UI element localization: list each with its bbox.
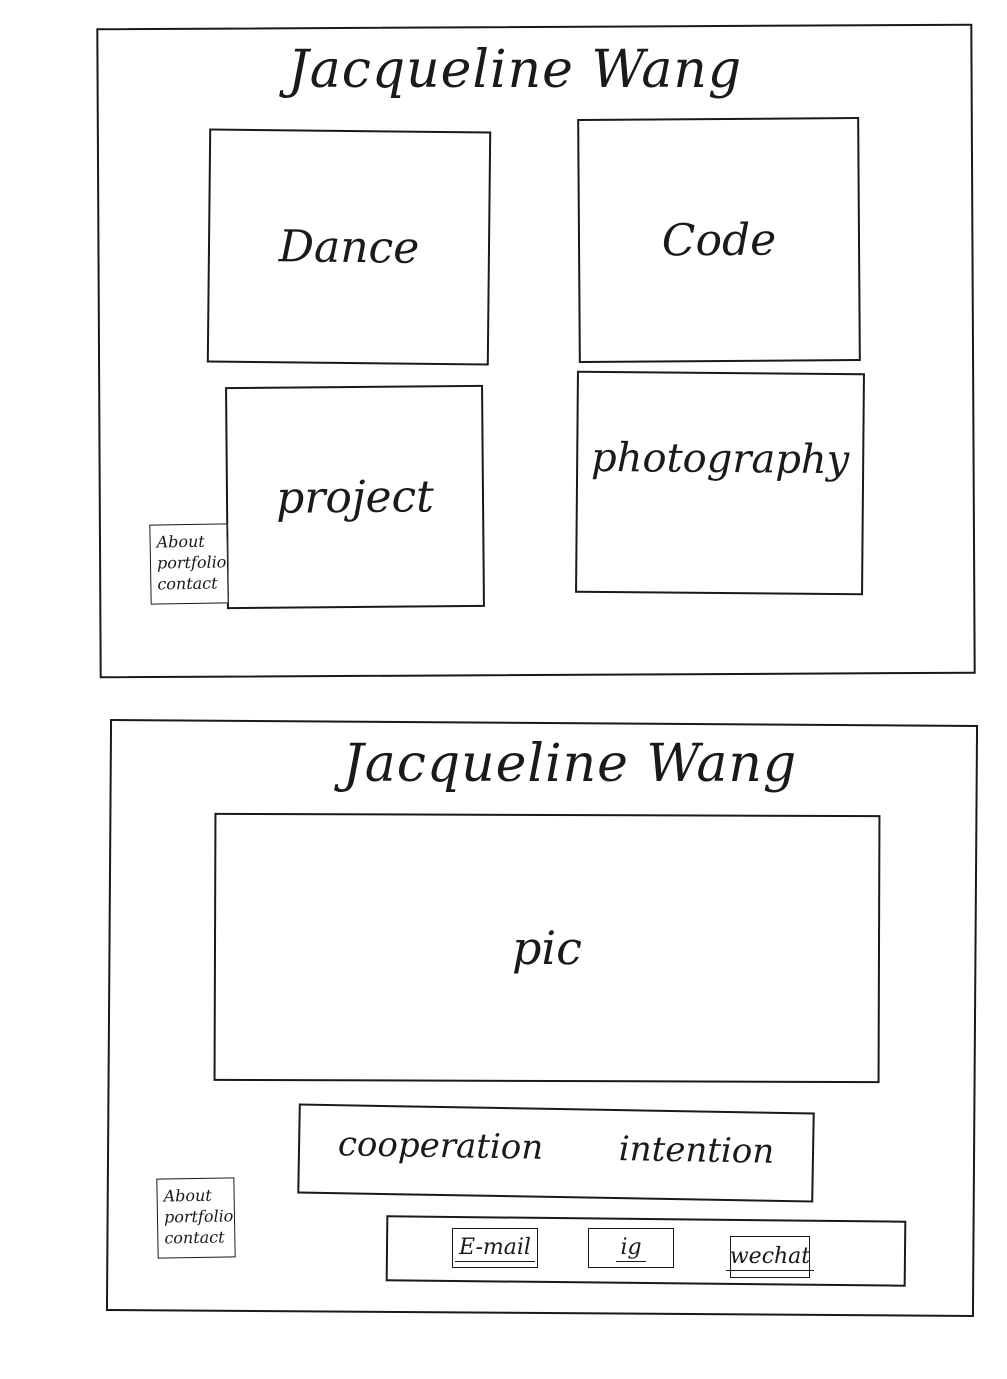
wechat-button-label: wechat — [725, 1244, 815, 1271]
nav-contact-2[interactable]: contact — [164, 1227, 225, 1248]
cooperation-bar[interactable]: cooperation intention — [297, 1103, 815, 1203]
cooperation-label: cooperation — [337, 1124, 544, 1168]
email-button-label: E-mail — [455, 1235, 535, 1262]
nav-portfolio-2[interactable]: portfolio — [163, 1206, 234, 1227]
nav-about-2[interactable]: About — [163, 1185, 212, 1206]
nav-about[interactable]: About — [156, 531, 205, 552]
card-code[interactable]: Code — [577, 117, 861, 363]
card-photography[interactable]: photography — [575, 370, 865, 596]
page-title: Jacqueline Wang — [287, 40, 743, 100]
card-project-label: project — [275, 470, 435, 524]
card-project[interactable]: project — [225, 384, 485, 610]
email-button[interactable]: E-mail — [452, 1228, 538, 1268]
card-dance-label: Dance — [278, 220, 420, 274]
wechat-button[interactable]: wechat — [725, 1236, 815, 1278]
card-code-label: Code — [661, 214, 777, 266]
hero-picture: pic — [213, 812, 881, 1084]
page-title-2: Jacqueline Wang — [342, 734, 798, 794]
side-nav: About portfolio contact — [149, 523, 229, 605]
intention-label: intention — [618, 1129, 775, 1172]
nav-portfolio[interactable]: portfolio — [156, 552, 227, 573]
nav-contact[interactable]: contact — [157, 573, 218, 594]
side-nav-2: About portfolio contact — [156, 1177, 236, 1259]
hero-picture-label: pic — [511, 920, 583, 976]
card-photography-label: photography — [590, 434, 850, 484]
instagram-button[interactable]: ig — [588, 1228, 674, 1268]
card-dance[interactable]: Dance — [206, 128, 492, 366]
instagram-button-label: ig — [616, 1235, 646, 1262]
